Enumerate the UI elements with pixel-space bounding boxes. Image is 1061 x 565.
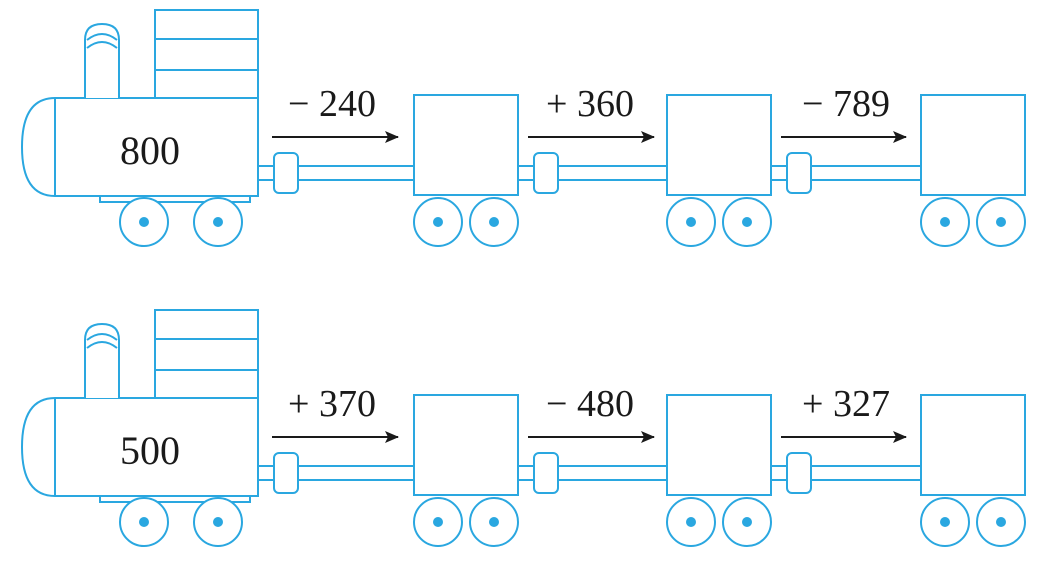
chimney-band (86, 333, 118, 341)
wheel-hub (742, 517, 752, 527)
locomotive-wheel (119, 197, 169, 247)
answer-box[interactable] (413, 94, 519, 196)
car-wheel (666, 197, 716, 247)
coupling-block (533, 152, 559, 194)
coupling-block (533, 452, 559, 494)
operation-label: + 360 (546, 83, 634, 125)
car-wheel (920, 197, 970, 247)
operation-label: − 240 (288, 83, 376, 125)
coupling-block (786, 152, 812, 194)
wheel-hub (213, 517, 223, 527)
chimney-band (86, 341, 118, 349)
wheel-hub (996, 517, 1006, 527)
car-2 (666, 394, 772, 547)
car-wheel (666, 497, 716, 547)
cab (154, 309, 259, 399)
train-2: 500 + 370 − 480 + 327 (20, 309, 1026, 547)
car-1 (413, 394, 519, 547)
train-1: 800 − 240 + 360 − 789 (20, 9, 1026, 247)
coupling (258, 452, 414, 494)
car-wheel (469, 497, 519, 547)
wheel-hub (996, 217, 1006, 227)
car-wheel (413, 197, 463, 247)
answer-box[interactable] (666, 394, 772, 496)
car-wheel (722, 497, 772, 547)
wheel-hub (139, 517, 149, 527)
cab (154, 9, 259, 99)
answer-box[interactable] (413, 394, 519, 496)
car-1 (413, 94, 519, 247)
wheel-hub (433, 517, 443, 527)
car-wheel (976, 497, 1026, 547)
operation-label: − 789 (802, 83, 890, 125)
car-wheel (722, 197, 772, 247)
car-wheel (413, 497, 463, 547)
car-wheel (920, 497, 970, 547)
car-3 (920, 394, 1026, 547)
wheel-hub (489, 517, 499, 527)
wheel-hub (686, 217, 696, 227)
locomotive-boiler (20, 397, 259, 497)
answer-box[interactable] (920, 94, 1026, 196)
coupling-block (273, 452, 299, 494)
wheel-hub (213, 217, 223, 227)
operation-label: + 370 (288, 383, 376, 425)
coupling-block (786, 452, 812, 494)
coupling (771, 152, 921, 194)
answer-box[interactable] (666, 94, 772, 196)
answer-box[interactable] (920, 394, 1026, 496)
locomotive-wheel (193, 497, 243, 547)
locomotive: 500 (20, 309, 259, 547)
wheel-hub (686, 517, 696, 527)
locomotive-wheel (119, 497, 169, 547)
car-wheel (469, 197, 519, 247)
coupling (518, 152, 667, 194)
start-value: 500 (120, 428, 180, 473)
wheel-hub (940, 517, 950, 527)
coupling (258, 152, 414, 194)
wheel-hub (433, 217, 443, 227)
coupling (518, 452, 667, 494)
coupling (771, 452, 921, 494)
operation-label: + 327 (802, 383, 890, 425)
coupling-block (273, 152, 299, 194)
wheel-hub (139, 217, 149, 227)
car-3 (920, 94, 1026, 247)
wheel-hub (742, 217, 752, 227)
locomotive-base (99, 195, 251, 203)
locomotive-boiler (20, 97, 259, 197)
locomotive-base (99, 495, 251, 503)
locomotive-wheel (193, 197, 243, 247)
chimney-band (86, 33, 118, 41)
chimney (84, 22, 120, 98)
operation-label: − 480 (546, 383, 634, 425)
car-wheel (976, 197, 1026, 247)
car-2 (666, 94, 772, 247)
chimney-band (86, 41, 118, 49)
locomotive: 800 (20, 9, 259, 247)
wheel-hub (940, 217, 950, 227)
wheel-hub (489, 217, 499, 227)
chimney (84, 322, 120, 398)
start-value: 800 (120, 128, 180, 173)
